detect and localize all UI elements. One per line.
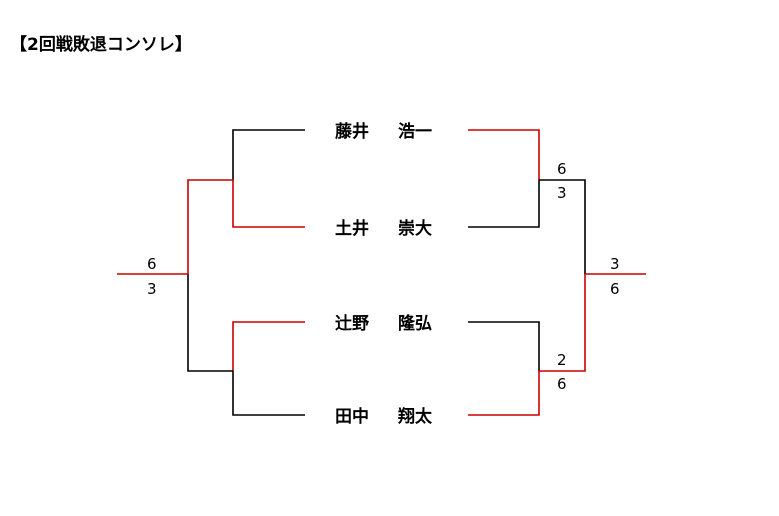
left-score-top: 6 [147,255,157,273]
right-line-player1 [468,129,540,180]
right-line-player2 [468,180,540,228]
right-line-player3 [468,321,540,371]
scores: 6 3 6 3 2 6 3 6 [147,160,620,393]
player3-given: 隆弘 [398,313,432,334]
left-line-player3 [232,321,305,371]
player4-family: 田中 [335,406,369,427]
left-line-player1 [232,129,305,180]
player2-given: 崇大 [398,218,432,239]
player2-family: 土井 [335,218,369,239]
left-bracket [117,129,305,416]
player-names: 藤井 浩一 土井 崇大 辻野 隆弘 田中 翔太 [335,121,433,427]
right-final-score-top: 3 [610,255,620,273]
player1-given: 浩一 [398,121,432,142]
player3-family: 辻野 [335,313,369,334]
left-line-semi2 [187,274,233,372]
player1-family: 藤井 [335,121,369,142]
right-bracket [468,129,646,416]
right-final-score-bottom: 6 [610,280,620,298]
right-line-semi2 [539,274,586,372]
left-score-bottom: 3 [147,280,157,298]
right-semi1-score-top: 6 [557,160,567,178]
right-semi2-score-bottom: 6 [557,375,567,393]
left-line-semi1 [187,179,233,274]
left-line-player2 [232,180,305,228]
right-line-player4 [468,371,540,416]
right-line-semi1 [539,179,586,274]
bracket-title: 【2回戦敗退コンソレ】 [10,35,192,55]
right-semi2-score-top: 2 [557,351,567,369]
right-semi1-score-bottom: 3 [557,184,567,202]
left-line-player4 [232,371,305,416]
player4-given: 翔太 [397,406,433,427]
